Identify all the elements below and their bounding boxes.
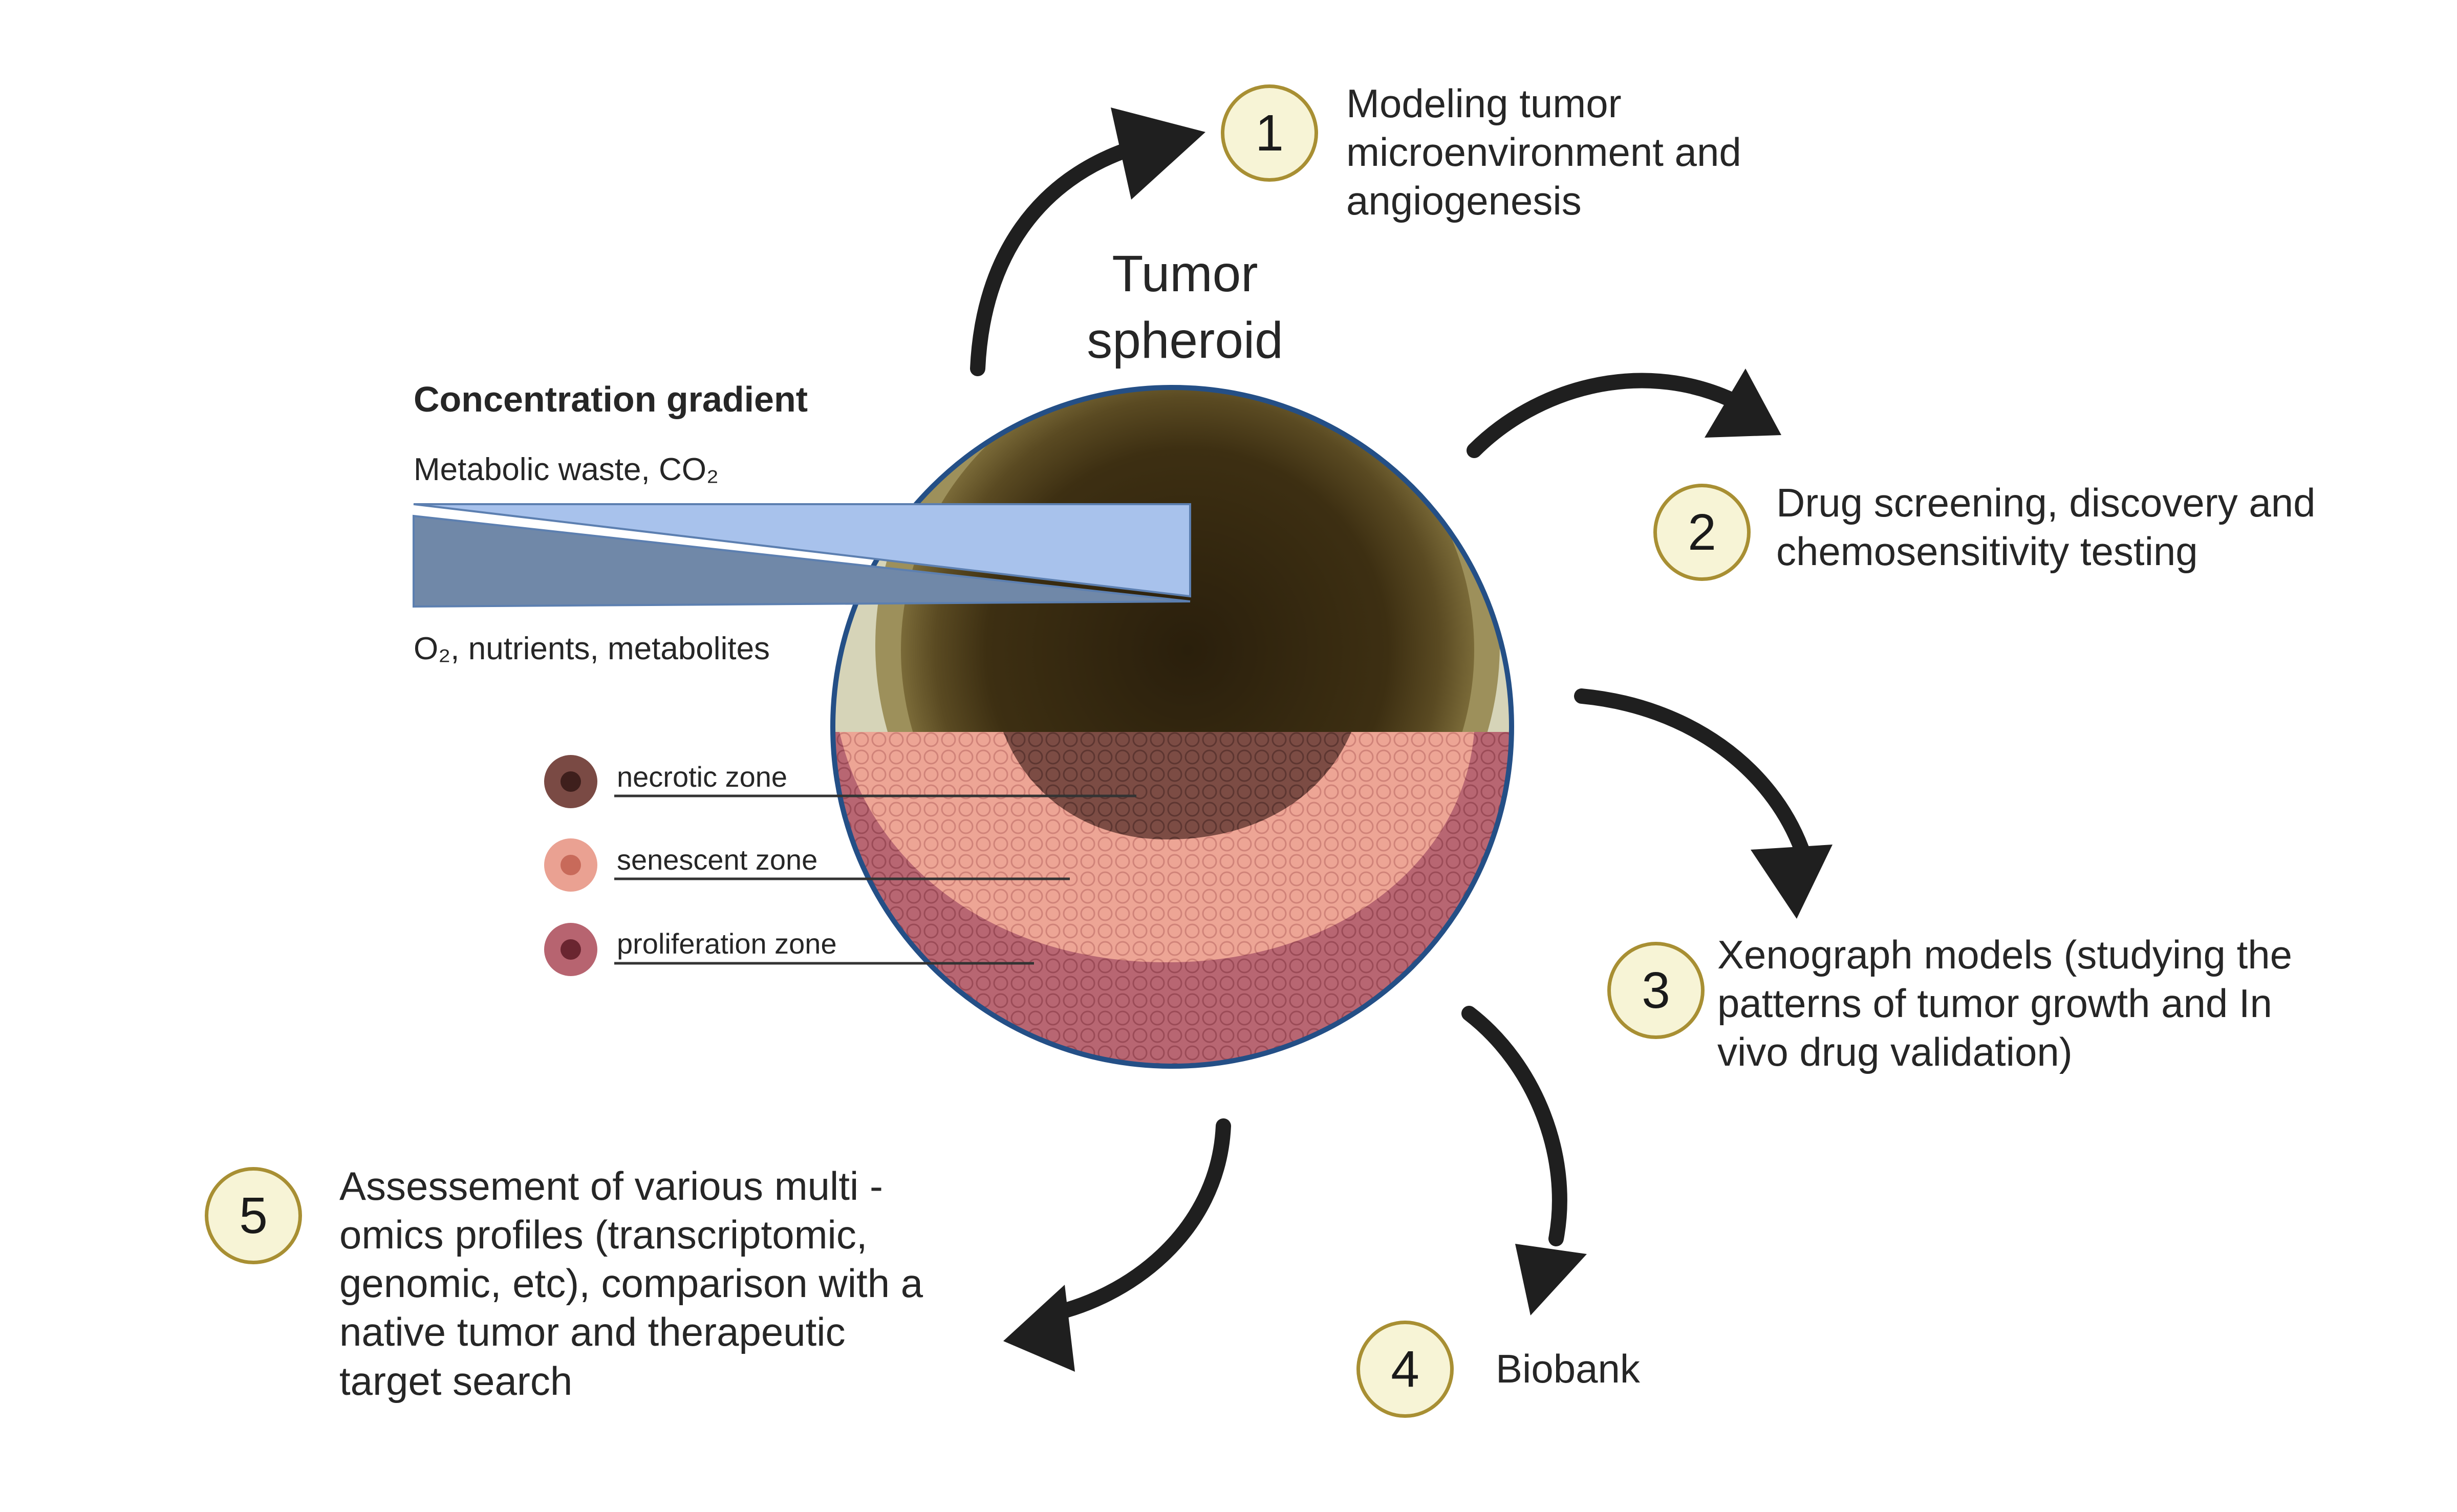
gradient-heading: Concentration gradient <box>414 379 808 419</box>
application-4-text: Biobank <box>1496 1345 1640 1393</box>
senescent-zone-icon <box>544 838 597 892</box>
arrow-to-2 <box>1467 373 1738 458</box>
badge-5: 5 <box>205 1167 302 1264</box>
proliferation-zone-icon <box>544 923 597 976</box>
application-5-text: Assessement of various multi - omics pro… <box>339 1162 923 1406</box>
waste-gradient-wedge <box>413 503 1191 598</box>
application-3-line: patterns of tumor growth and In <box>1717 981 2272 1026</box>
application-5-line: omics profiles (transcriptomic, <box>339 1212 868 1258</box>
arrow-to-3 <box>1574 688 1809 857</box>
application-3-line: vivo drug validation) <box>1717 1029 2073 1075</box>
necrotic-zone-icon <box>544 755 597 808</box>
senescent-zone-label: senescent zone <box>617 844 818 876</box>
concentration-gradient-graphic <box>413 503 1191 608</box>
title-line-1: Tumor <box>1112 245 1258 303</box>
zone-legend <box>544 755 1136 976</box>
arrowhead-1 <box>1111 107 1205 200</box>
application-1-line: Modeling tumor <box>1346 81 1622 126</box>
arrow-to-5 <box>1037 1118 1231 1323</box>
application-5-line: target search <box>339 1358 573 1403</box>
arrowhead-4 <box>1515 1244 1587 1315</box>
arrowhead-5 <box>1003 1285 1075 1372</box>
application-2-line: chemosensitivity testing <box>1776 529 2198 574</box>
badge-2: 2 <box>1653 484 1751 581</box>
application-2-line: Drug screening, discovery and <box>1776 480 2316 525</box>
application-2-text: Drug screening, discovery and chemosensi… <box>1776 479 2316 576</box>
title-line-2: spheroid <box>1087 312 1283 369</box>
application-1-line: microenvironment and <box>1346 129 1741 175</box>
tumor-spheroid <box>830 385 1514 1069</box>
application-5-line: Assessement of various multi - <box>339 1163 883 1208</box>
nutrient-gradient-wedge <box>413 514 1191 608</box>
arrow-to-4 <box>1461 1006 1567 1246</box>
application-1-line: angiogenesis <box>1346 178 1582 224</box>
necrotic-zone-label: necrotic zone <box>617 761 788 793</box>
application-5-line: genomic, etc), comparison with a <box>339 1261 923 1306</box>
application-1-text: Modeling tumor microenvironment and angi… <box>1346 79 1741 225</box>
proliferation-zone-label: proliferation zone <box>617 927 837 960</box>
badge-4: 4 <box>1356 1321 1454 1418</box>
badge-3: 3 <box>1607 942 1705 1039</box>
application-3-text: Xenograph models (studying the patterns … <box>1717 931 2292 1076</box>
application-3-line: Xenograph models (studying the <box>1717 932 2293 977</box>
application-4-line: Biobank <box>1496 1346 1640 1391</box>
application-5-line: native tumor and therapeutic <box>339 1309 846 1355</box>
arrowhead-3 <box>1751 845 1833 919</box>
spheroid-border <box>830 385 1514 1069</box>
gradient-bottom-label: O₂, nutrients, metabolites <box>414 631 770 666</box>
arrowhead-2 <box>1705 369 1781 438</box>
gradient-top-label: Metabolic waste, CO₂ <box>414 452 719 487</box>
spheroid-title: Tumor spheroid <box>1057 241 1313 374</box>
badge-1: 1 <box>1221 84 1318 182</box>
arrow-to-1 <box>970 141 1139 376</box>
